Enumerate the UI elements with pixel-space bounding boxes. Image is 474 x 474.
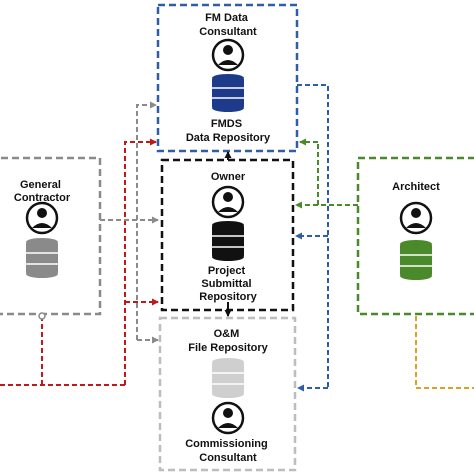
- fmds-label: FMDS Data Repository: [186, 118, 271, 144]
- green-line-from-architect: [317, 142, 358, 206]
- general-contractor-person-icon: [25, 201, 59, 235]
- om-repository-database-icon: [212, 358, 244, 398]
- om-repository-label: O&M File Repository: [188, 328, 268, 354]
- red-arrow-to-fmds: [124, 138, 157, 385]
- blue-flow: [295, 84, 329, 392]
- architect-person-icon: [399, 201, 433, 235]
- fm-consultant-person-icon: [211, 38, 245, 72]
- fmds-database-icon: [212, 74, 244, 112]
- blue-line-right-spine: [297, 84, 329, 388]
- general-contractor-connector: [38, 312, 46, 320]
- owner-person-icon: [211, 185, 245, 219]
- general-contractor-label: General Contractor: [14, 179, 71, 204]
- gold-arrow-from-architect: [415, 316, 474, 389]
- fm-consultant-label: FM Data Consultant: [199, 12, 257, 38]
- commissioning-label: Commissioning Consultant: [185, 438, 271, 464]
- project-repository-label: Project Submittal Repository: [199, 265, 257, 303]
- project-repository-database-icon: [212, 221, 244, 261]
- gray-arrow-to-fm: [136, 101, 157, 340]
- om-repository-box: [158, 316, 297, 472]
- owner-label: Owner: [211, 171, 246, 183]
- gold-flow: [415, 316, 474, 389]
- green-flow: [295, 138, 358, 209]
- gray-flow: [100, 101, 159, 344]
- red-flow: [0, 138, 159, 386]
- general-contractor-database-icon: [26, 238, 58, 278]
- architect-label: Architect: [392, 181, 440, 193]
- architect-database-icon: [400, 240, 432, 280]
- commissioning-person-icon: [211, 401, 245, 435]
